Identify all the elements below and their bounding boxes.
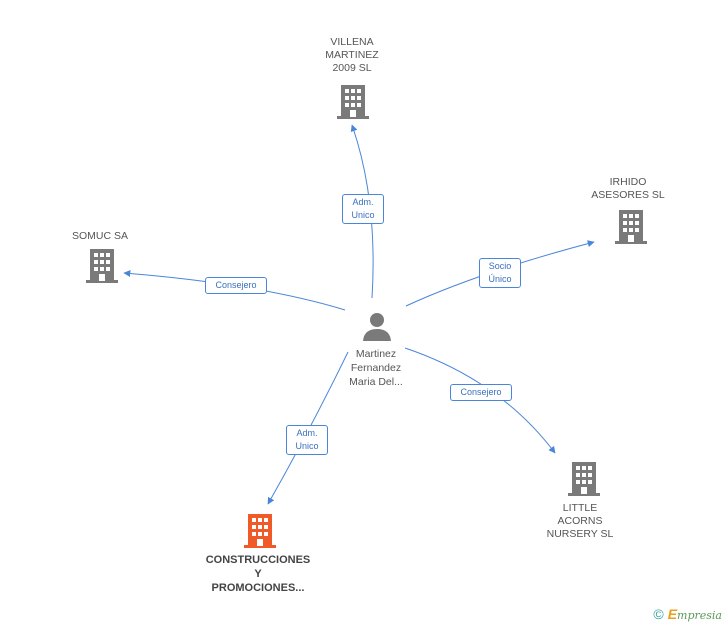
edge-label-somuc: Consejero [205, 277, 267, 294]
node-label-somuc[interactable]: SOMUC SA [71, 230, 128, 242]
copyright-footer: ©Empresia [653, 606, 722, 622]
building-icon-irhido[interactable] [615, 210, 647, 244]
edge-label-irhido: Socio Único [479, 258, 521, 288]
edge-label-little: Consejero [450, 384, 512, 401]
empresia-logo-letter: E [667, 606, 678, 622]
node-label-center[interactable]: Martinez Fernandez Maria Del... [349, 348, 403, 388]
node-label-little[interactable]: LITTLE ACORNS NURSERY SL [546, 502, 614, 540]
person-icon[interactable] [362, 311, 392, 341]
node-label-irhido[interactable]: IRHIDO ASESORES SL [591, 176, 665, 201]
node-label-construcciones[interactable]: CONSTRUCCIONES Y PROMOCIONES... [205, 554, 311, 594]
building-icon-somuc[interactable] [86, 249, 118, 283]
building-icon-little[interactable] [568, 462, 600, 496]
empresia-logo-text: mpresia [677, 609, 722, 622]
building-icon-villena[interactable] [337, 85, 369, 119]
copyright-symbol: © [653, 606, 664, 622]
node-label-villena[interactable]: VILLENA MARTINEZ 2009 SL [325, 36, 379, 74]
edge-label-villena: Adm. Unico [342, 194, 384, 224]
building-icon-construcciones[interactable] [244, 514, 276, 548]
edge-label-construcciones: Adm. Unico [286, 425, 328, 455]
